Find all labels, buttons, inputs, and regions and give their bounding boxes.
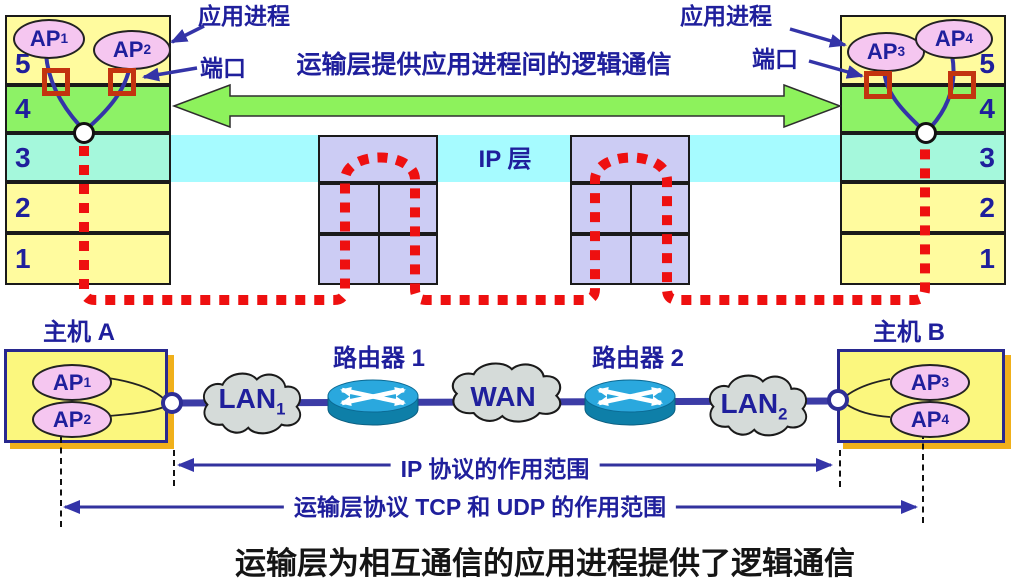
host-a-layer-1: 1 (5, 233, 171, 285)
port-label-right: 端口 (752, 46, 798, 72)
port-square (948, 71, 976, 99)
layer-number: 5 (979, 48, 995, 79)
router1-icon (327, 379, 419, 426)
layer-number: 4 (979, 93, 995, 124)
ip-layer-label: IP 层 (478, 146, 532, 173)
host-b-layer-1: 1 (840, 233, 1006, 285)
layer-number: 3 (15, 141, 31, 173)
layer-number: 3 (979, 141, 995, 173)
app-process-label-left: 应用进程 (198, 3, 290, 29)
wan-label: WAN (470, 381, 536, 412)
lan1-label: LAN1 (218, 383, 286, 419)
scope-guide-left-outer (60, 437, 62, 527)
socket-circle-top-left (73, 122, 95, 144)
host-a-layer-2: 2 (5, 182, 171, 233)
layer-number: 1 (979, 243, 995, 274)
port-label-left: 端口 (200, 55, 246, 81)
app-process-label-right: 应用进程 (680, 3, 772, 29)
scope-guide-left-inner (173, 450, 175, 486)
scope-guide-right-outer (922, 433, 924, 523)
port-square (864, 71, 892, 99)
layer-number: 2 (15, 191, 31, 223)
transport-arrow-caption: 运输层提供应用进程间的逻辑通信 (296, 51, 672, 79)
socket-circle-bottom-right (827, 389, 849, 411)
lan2-label: LAN2 (720, 388, 788, 424)
socket-circle-bottom-left (161, 392, 183, 414)
tcp-udp-scope-label: 运输层协议 TCP 和 UDP 的作用范围 (283, 488, 677, 522)
layer-number: 4 (15, 93, 31, 124)
ip-scope-label: IP 协议的作用范围 (390, 450, 600, 484)
port-square (108, 68, 136, 96)
port-square (42, 68, 70, 96)
layer-number: 2 (979, 191, 995, 223)
figure-caption: 运输层为相互通信的应用进程提供了逻辑通信 (235, 546, 855, 581)
router1-label: 路由器 1 (332, 345, 426, 372)
host-a-label: 主机 A (43, 319, 115, 346)
host-b-layer-2: 2 (840, 182, 1006, 233)
transport-logical-channel-arrow (171, 83, 843, 129)
layer-number: 5 (15, 48, 31, 79)
layer-number: 1 (15, 243, 31, 274)
host-b-label: 主机 B (873, 319, 945, 346)
scope-guide-right-inner (839, 450, 841, 487)
router2-icon (584, 379, 676, 426)
router2-label: 路由器 2 (591, 345, 685, 372)
socket-circle-top-right (915, 122, 937, 144)
